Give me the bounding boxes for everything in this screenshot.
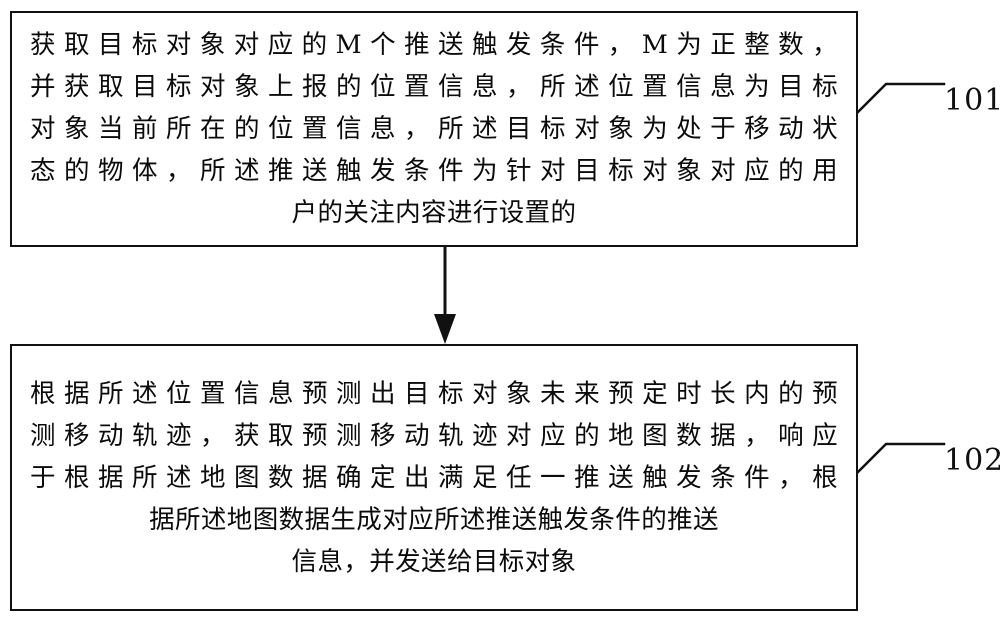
box-102-line-3: 于根据所述地图数据确定出满足任一推送触发条件，根 [30,462,838,493]
reference-numeral-101: 101 [944,83,1000,118]
process-box-102-text: 根据所述位置信息预测出目标对象未来预定时长内的预 测移动轨迹，获取预测移动轨迹对… [12,373,856,583]
process-box-101-text: 获取目标对象对应的M个推送触发条件，M为正整数， 并获取目标对象上报的位置信息，… [12,24,856,234]
box-101-line-1: 获取目标对象对应的M个推送触发条件，M为正整数， [30,30,838,60]
leader-line-102 [856,442,946,474]
box-102-line-5: 信息，并发送给目标对象 [291,546,577,577]
process-box-101: 获取目标对象对应的M个推送触发条件，M为正整数， 并获取目标对象上报的位置信息，… [10,11,858,247]
box-102-line-4: 据所述地图数据生成对应所述推送触发条件的推送 [149,504,719,535]
reference-numeral-102: 102 [944,443,1000,478]
leader-line-101 [856,82,946,114]
box-101-line-2: 并获取目标对象上报的位置信息，所述位置信息为目标 [30,72,838,102]
box-101-line-5: 户的关注内容进行设置的 [291,198,577,228]
box-101-line-3: 对象当前所在的位置信息，所述目标对象为处于移动状 [30,114,838,144]
box-102-line-2: 测移动轨迹，获取预测移动轨迹对应的地图数据，响应 [30,420,838,451]
connector-arrow-101-102 [434,246,456,344]
box-101-line-4: 态的物体，所述推送触发条件为针对目标对象对应的用 [30,156,838,186]
process-box-102: 根据所述位置信息预测出目标对象未来预定时长内的预 测移动轨迹，获取预测移动轨迹对… [10,344,858,611]
box-102-line-1: 根据所述位置信息预测出目标对象未来预定时长内的预 [30,378,838,409]
